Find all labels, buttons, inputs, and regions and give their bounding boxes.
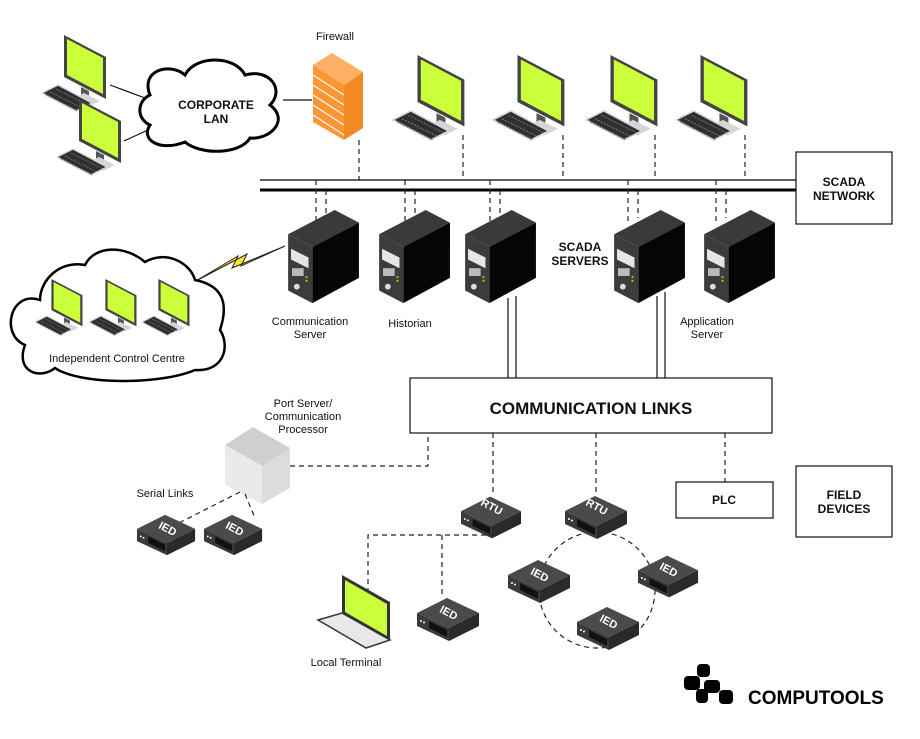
port-server-label: Port Server/ [274, 398, 334, 410]
firewall-label: Firewall [316, 31, 354, 43]
firewall-icon [312, 53, 363, 140]
field-devices-label: DEVICES [818, 502, 871, 516]
port-server-icon [225, 427, 290, 504]
historian-label: Historian [388, 318, 431, 330]
field-devices-box: FIELD DEVICES [795, 465, 893, 538]
ied-device: IED [137, 514, 196, 556]
scada-network-label: NETWORK [813, 189, 875, 203]
server-bus-links [315, 180, 727, 222]
computools-logo: COMPUTOOLS [684, 664, 884, 709]
scada-server-icon [465, 210, 536, 304]
application-server-icon [704, 210, 775, 304]
port-server-label: Processor [278, 424, 328, 436]
ied-device: IED [204, 514, 263, 556]
application-server-label: Server [691, 329, 724, 341]
computer-icon [675, 55, 749, 141]
corporate-lan-cloud: CORPORATE LAN [138, 58, 280, 153]
computer-icon [392, 55, 466, 141]
serial-links-label: Serial Links [137, 488, 194, 500]
communication-server-label: Server [294, 329, 327, 341]
scada-servers-label: SCADA [559, 240, 602, 254]
computer-icon [585, 55, 659, 141]
scada-network-label: SCADA [823, 175, 866, 189]
plc-box: PLC [675, 481, 774, 519]
ied-device: IED [417, 598, 479, 641]
communication-links-label: COMMUNICATION LINKS [490, 399, 693, 418]
scada-servers-label: SERVERS [551, 254, 608, 268]
corporate-lan-label: CORPORATE [178, 98, 254, 112]
computer-icon [57, 99, 122, 176]
application-server-label: Application [680, 316, 734, 328]
computer-icon [42, 35, 107, 112]
communication-server-icon [288, 210, 359, 304]
computer-icon [492, 55, 566, 141]
scada-server-icon [614, 210, 685, 304]
ied-device: IED [508, 560, 570, 603]
logo-text: COMPUTOOLS [748, 688, 884, 709]
field-devices-label: FIELD [827, 488, 862, 502]
rtu-device: RTU [461, 496, 522, 539]
ied-device: IED [638, 555, 699, 598]
local-terminal-label: Local Terminal [311, 657, 382, 669]
historian-server-icon [379, 210, 450, 304]
ied-device: IED [577, 607, 639, 650]
plc-label: PLC [712, 493, 736, 507]
independent-control-centre-label: Independent Control Centre [49, 353, 185, 365]
corporate-lan-label: LAN [204, 112, 229, 126]
port-server-label: Communication [265, 411, 341, 423]
communication-links-box: COMMUNICATION LINKS [409, 377, 773, 434]
wireless-link-lightning-icon [193, 245, 286, 283]
scada-network-box: SCADA NETWORK [795, 151, 893, 225]
communication-server-label: Communication [272, 316, 348, 328]
laptop-icon [316, 575, 392, 649]
rtu-device: RTU [565, 496, 627, 539]
